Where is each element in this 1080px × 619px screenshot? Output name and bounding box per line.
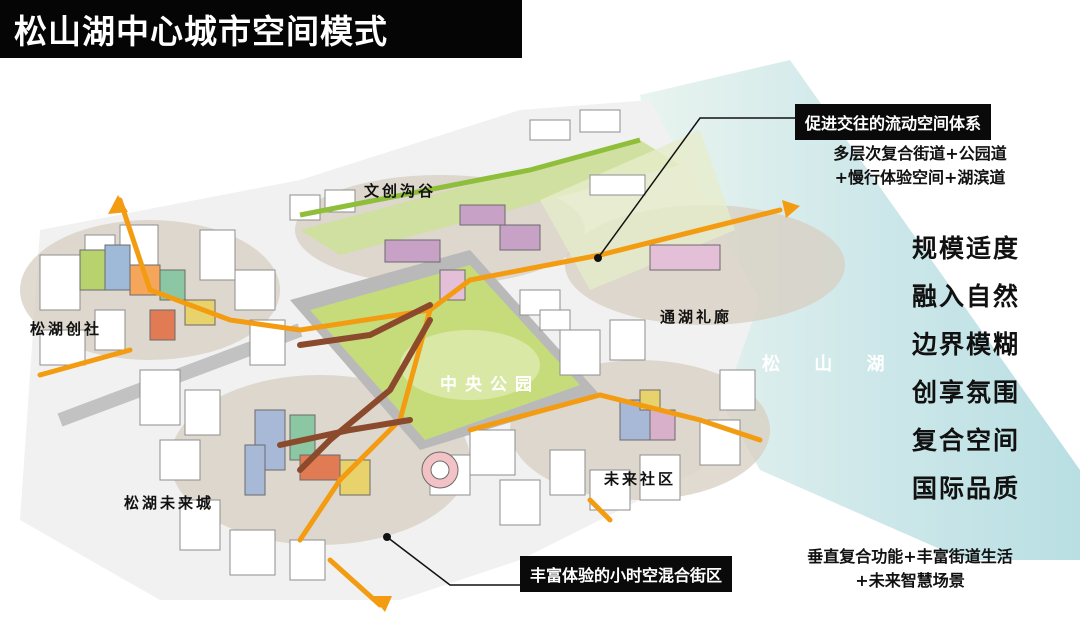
label-songshan-lake: 松 山 湖	[762, 354, 899, 375]
label-wenchuang: 文创沟谷	[364, 182, 437, 200]
arrow-south	[372, 596, 392, 612]
buildings	[39, 109, 756, 581]
callout-top-line1: 多层次复合街道+公园道	[833, 144, 1007, 163]
callout-bottom-description: 垂直复合功能+丰富街道生活 +未来智慧场景	[775, 545, 1045, 593]
principle-item: 边界模糊	[912, 330, 1021, 359]
callout-leaders	[386, 117, 795, 586]
green-park-path	[299, 137, 641, 218]
brown-routes	[277, 302, 433, 473]
callout-dot-top	[594, 254, 602, 262]
label-tonghu-lilang: 通湖礼廊	[660, 308, 733, 326]
callout-top-line2: +慢行体验空间+湖滨道	[834, 168, 1006, 187]
arrow-northeast	[782, 200, 800, 218]
callout-top-description: 多层次复合街道+公园道 +慢行体验空间+湖滨道	[800, 142, 1040, 190]
callout-dot-bottom	[383, 533, 391, 541]
callout-bottom-line2: +未来智慧场景	[855, 571, 965, 590]
label-songhu-chuangshe: 松湖创社	[30, 320, 103, 338]
callout-bottom-line1: 垂直复合功能+丰富街道生活	[807, 547, 1013, 566]
principle-item: 融入自然	[912, 282, 1021, 311]
page-title: 松山湖中心城市空间模式	[0, 0, 522, 58]
principle-item: 复合空间	[912, 426, 1021, 455]
principle-item: 国际品质	[912, 474, 1021, 503]
arrow-northwest	[108, 195, 128, 214]
callout-box-top: 促进交往的流动空间体系	[795, 104, 992, 140]
park-lawn	[400, 330, 540, 400]
principle-item: 规模适度	[912, 234, 1021, 263]
principle-item: 创享氛围	[912, 378, 1021, 407]
wenchuang-green	[300, 140, 680, 255]
callout-box-bottom: 丰富体验的小时空混合街区	[520, 556, 733, 592]
label-central-park: 中央公园	[440, 375, 540, 395]
label-future-community: 未来社区	[604, 470, 677, 488]
principles-list: 规模适度 融入自然 边界模糊 创享氛围 复合空间 国际品质	[912, 230, 1042, 518]
orange-routes	[37, 197, 783, 608]
label-songhu-future-city: 松湖未来城	[124, 494, 215, 512]
